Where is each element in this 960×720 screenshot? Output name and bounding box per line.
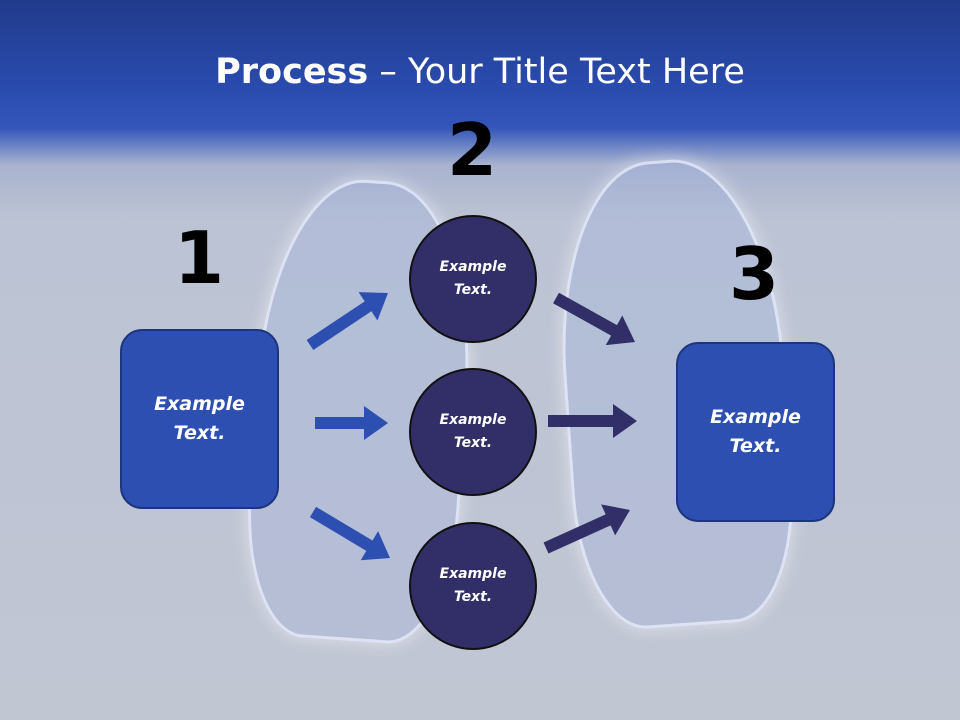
arrow-1 [306, 292, 388, 350]
arrow-6 [543, 504, 630, 554]
circle-text: Text. [453, 282, 493, 298]
box-text: Example [154, 393, 245, 415]
step-number-3: 3 [728, 232, 780, 316]
box-text: Example [710, 406, 801, 428]
title-rest: – Your Title Text Here [368, 52, 745, 92]
circle-text: Text. [453, 435, 493, 451]
box-text: Text. [173, 422, 226, 444]
circle-text: Example [439, 259, 507, 275]
step-number-2: 2 [446, 108, 498, 192]
title-bold: Process [215, 52, 369, 92]
arrow-3 [309, 506, 390, 561]
step-number-1: 1 [173, 216, 225, 300]
arrow-4 [553, 292, 635, 346]
arrow-5 [548, 404, 637, 438]
slide-title: Process – Your Title Text Here [0, 52, 960, 92]
circle-text: Example [439, 412, 507, 428]
circle-text: Example [439, 566, 507, 582]
arrow-2 [315, 406, 388, 440]
box-text: Text. [729, 435, 782, 457]
circle-text: Text. [453, 589, 493, 605]
